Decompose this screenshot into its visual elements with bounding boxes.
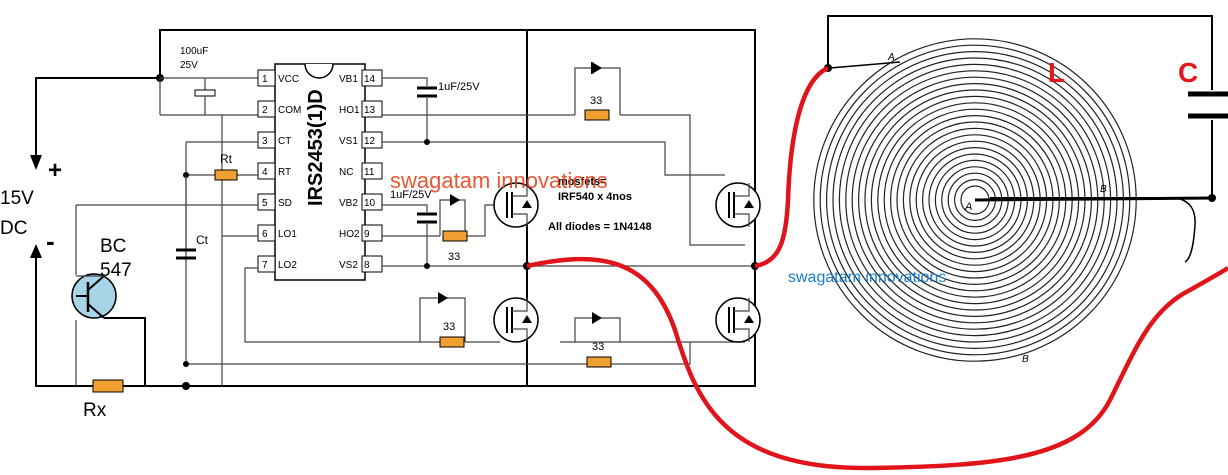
- supply-unit: DC: [0, 218, 27, 239]
- ic-right-pin-label: VS1: [339, 136, 358, 147]
- coil-wiring: [824, 15, 1228, 263]
- ic-left-pin-label: RT: [278, 167, 291, 178]
- bootstrap-cap-1-label: 1uF/25V: [438, 81, 480, 93]
- ic-right-pin-box: [361, 131, 383, 149]
- gate-network-2: [439, 194, 468, 242]
- ic-right-pin-number: 12: [364, 136, 376, 147]
- gate-network-4: [574, 312, 621, 368]
- bootstrap-cap-2-label: 1uF/25V: [390, 189, 432, 201]
- ic-left-pin-box: [257, 193, 276, 211]
- inductor-label: L: [1048, 57, 1065, 88]
- ic-right-pin-label: VB2: [339, 198, 358, 209]
- ic-right-pin-label: VS2: [339, 260, 358, 271]
- ic-right-pin-label: HO1: [339, 105, 360, 116]
- transistor-line2: 547: [100, 260, 132, 281]
- mosfet-q2: [715, 182, 761, 228]
- resistor-rx: [92, 379, 124, 393]
- ic-left-pin-box: [257, 162, 276, 180]
- ic-right-pin-box: [361, 255, 383, 273]
- ic-left-pin-number: 4: [262, 167, 268, 178]
- ic-pins: 1 VCC 2 COM 3 CT 4 RT 5 SD 6 LO1 7 LO2 14 VB1 13 HO1 12 VS1…: [257, 69, 383, 273]
- ic-right-pin-box: [361, 162, 383, 180]
- coil-mark-a2: A: [964, 201, 972, 213]
- ic-right-pin-box: [361, 100, 383, 118]
- transistor-bc547: [71, 273, 146, 386]
- ic-left-pin-box: [257, 255, 276, 273]
- ic-left-pin-box: [257, 224, 276, 242]
- resistor-rt: [214, 169, 238, 181]
- coil-mark-b1: B: [1100, 184, 1107, 195]
- ic-left-pin-number: 1: [262, 74, 268, 85]
- watermark-red: swagatam innovations: [390, 168, 608, 193]
- watermark-blue: swagatam innovations: [788, 269, 946, 286]
- coil-mark-a1: A: [887, 52, 895, 63]
- ic-left-pin-label: CT: [278, 136, 291, 147]
- ic-right-pin-number: 11: [364, 167, 375, 178]
- coil-wire-bottom: [526, 256, 1228, 471]
- ic-right-pin-number: 9: [364, 229, 370, 240]
- ic-name: IRS2453(1)D: [305, 89, 327, 206]
- capacitor-ct: [176, 175, 196, 260]
- ic-right-pin-box: [361, 193, 383, 211]
- main-frame: [40, 29, 756, 387]
- ic-left-pin-label: LO1: [278, 229, 297, 240]
- ic-left-pin-number: 6: [262, 229, 268, 240]
- ic-left-pin-box: [257, 100, 276, 118]
- rt-label: Rt: [220, 152, 233, 166]
- note-mosfets-1: mosfets=: [558, 176, 607, 188]
- cap-100uf-voltage: 25V: [180, 60, 198, 71]
- ct-label: Ct: [196, 233, 209, 247]
- ic-left-pin-box: [257, 131, 276, 149]
- gate-resistor-2-label: 33: [448, 251, 460, 263]
- ic-right-pin-number: 14: [364, 74, 376, 85]
- ic-left-pin-number: 2: [262, 105, 268, 116]
- ic-left-pin-label: COM: [278, 105, 301, 116]
- ic-left-pin-number: 5: [262, 198, 268, 209]
- gate-resistor-3-label: 33: [443, 321, 455, 333]
- gate-network-1: [574, 62, 621, 121]
- ic-right-pin-number: 13: [364, 105, 376, 116]
- mosfet-q3: [493, 297, 539, 343]
- ic-right-pin-label: VB1: [339, 74, 358, 85]
- coil-wire-top: [754, 65, 830, 269]
- ic-left-pin-label: LO2: [278, 260, 297, 271]
- gate-network-3: [419, 292, 500, 348]
- ic-right-pin-box: [361, 224, 383, 242]
- ic-left-pin-label: VCC: [278, 74, 299, 85]
- spiral-coil: [813, 38, 1213, 362]
- ic-right-pin-number: 10: [364, 198, 376, 209]
- gate-resistor-1-label: 33: [590, 95, 602, 107]
- rx-label: Rx: [83, 400, 107, 421]
- capacitor-100uf: [159, 77, 260, 116]
- ic-left-pin-number: 3: [262, 136, 268, 147]
- capacitor-label: C: [1178, 57, 1198, 88]
- transistor-line1: BC: [100, 236, 126, 257]
- gate-resistor-4-label: 33: [592, 341, 604, 353]
- supply-voltage: 15V: [0, 188, 34, 209]
- mosfet-q1: [493, 182, 539, 228]
- minus-sign: -: [46, 226, 55, 256]
- note-diodes: All diodes = 1N4148: [548, 221, 652, 233]
- ic-right-pin-label: HO2: [339, 229, 360, 240]
- ic-left-pin-label: SD: [278, 198, 292, 209]
- ic-left-wires: [75, 115, 525, 390]
- ic-right-pin-label: NC: [339, 167, 353, 178]
- ic-right-wires: [382, 77, 755, 365]
- ic-left-pin-number: 7: [262, 260, 268, 271]
- supply-wires: [30, 38, 161, 387]
- coil-mark-b2: B: [1022, 354, 1029, 365]
- ic-left-pin-box: [257, 69, 276, 87]
- cap-100uf-value: 100uF: [180, 46, 208, 57]
- mosfet-q4: [715, 297, 761, 343]
- ic-right-pin-number: 8: [364, 260, 370, 271]
- plus-sign: +: [48, 157, 62, 184]
- note-mosfets-2: IRF540 x 4nos: [558, 191, 632, 203]
